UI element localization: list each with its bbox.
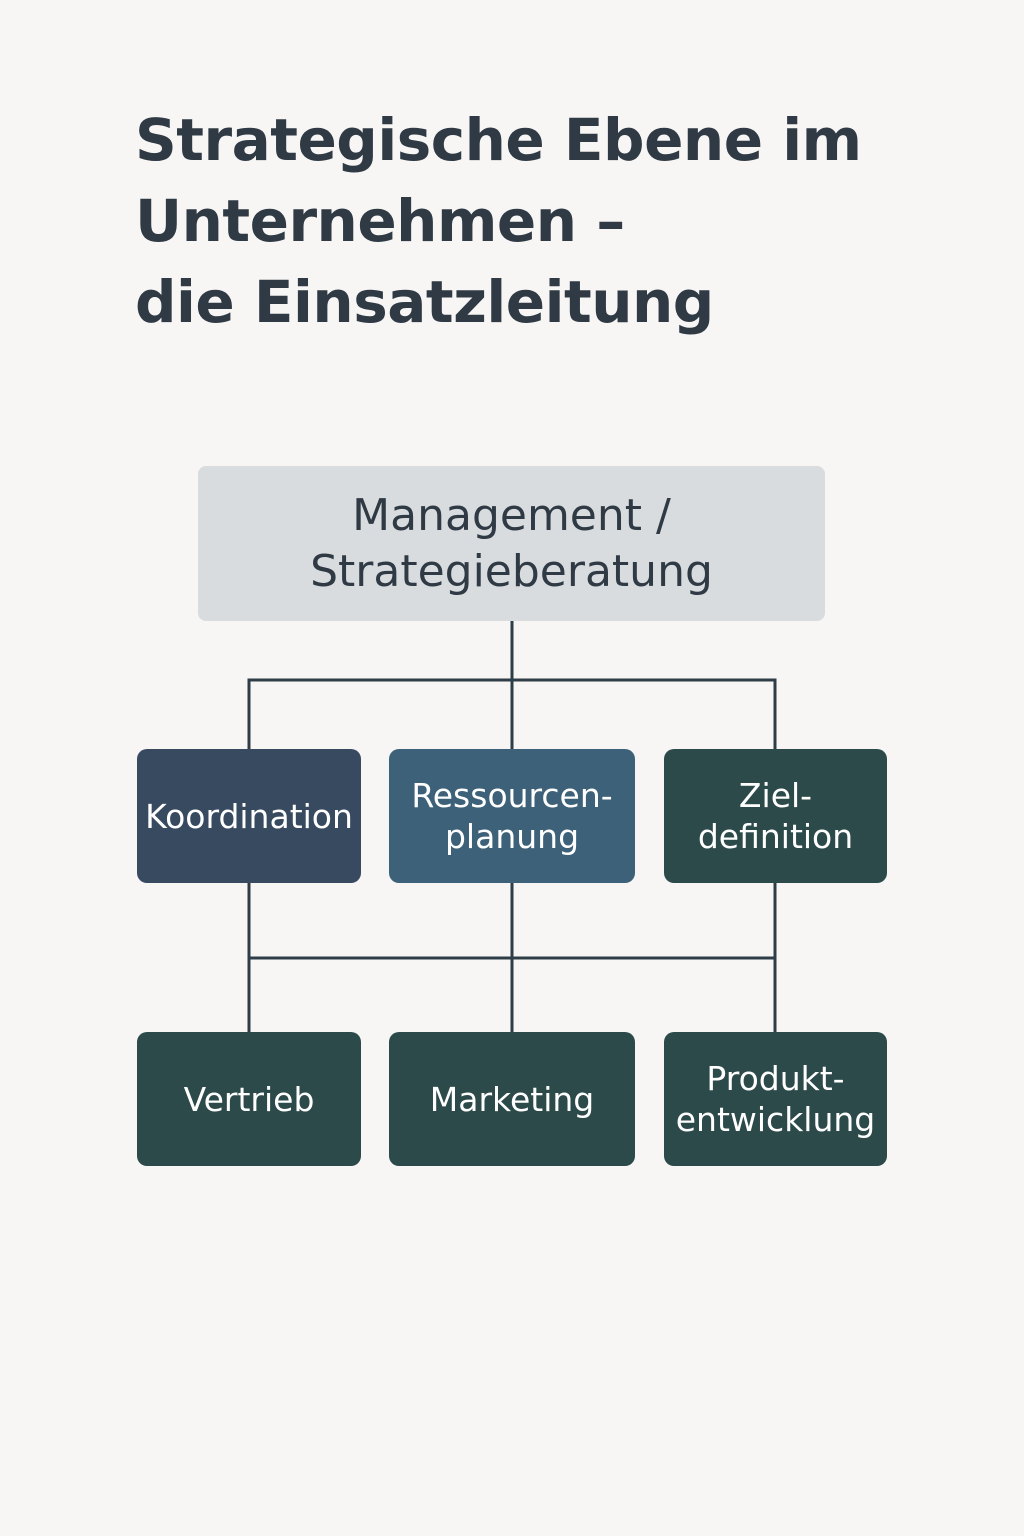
node-ressourcenplanung: Ressourcen- planung: [389, 749, 635, 883]
title-line-3: die Einsatzleitung: [135, 268, 714, 336]
node-ziel-line-2: definition: [697, 817, 854, 856]
node-ressourcen-line-2: planung: [444, 817, 580, 856]
node-ressourcen-line-1: Ressourcen-: [411, 776, 613, 815]
node-koordination: Koordination: [137, 749, 361, 883]
node-vertrieb-label: Vertrieb: [183, 1079, 315, 1119]
node-management: Management / Strategieberatung: [198, 466, 825, 621]
node-zieldefinition: Ziel- definition: [664, 749, 887, 883]
node-produkt-line-2: entwicklung: [675, 1100, 876, 1139]
node-marketing-label: Marketing: [429, 1079, 595, 1119]
node-management-line-2: Strategieberatung: [310, 545, 713, 597]
title-line-1: Strategische Ebene im: [135, 106, 862, 174]
node-produktentwicklung: Produkt- entwicklung: [664, 1032, 887, 1166]
title-line-2: Unternehmen –: [135, 187, 625, 255]
node-produkt-line-1: Produkt-: [706, 1059, 845, 1098]
node-ziel-line-1: Ziel-: [738, 776, 813, 815]
node-vertrieb: Vertrieb: [137, 1032, 361, 1166]
node-management-line-1: Management /: [352, 489, 671, 541]
page-title: Strategische Ebene im Unternehmen – die …: [135, 100, 935, 343]
node-marketing: Marketing: [389, 1032, 635, 1166]
node-koordination-label: Koordination: [145, 796, 353, 836]
